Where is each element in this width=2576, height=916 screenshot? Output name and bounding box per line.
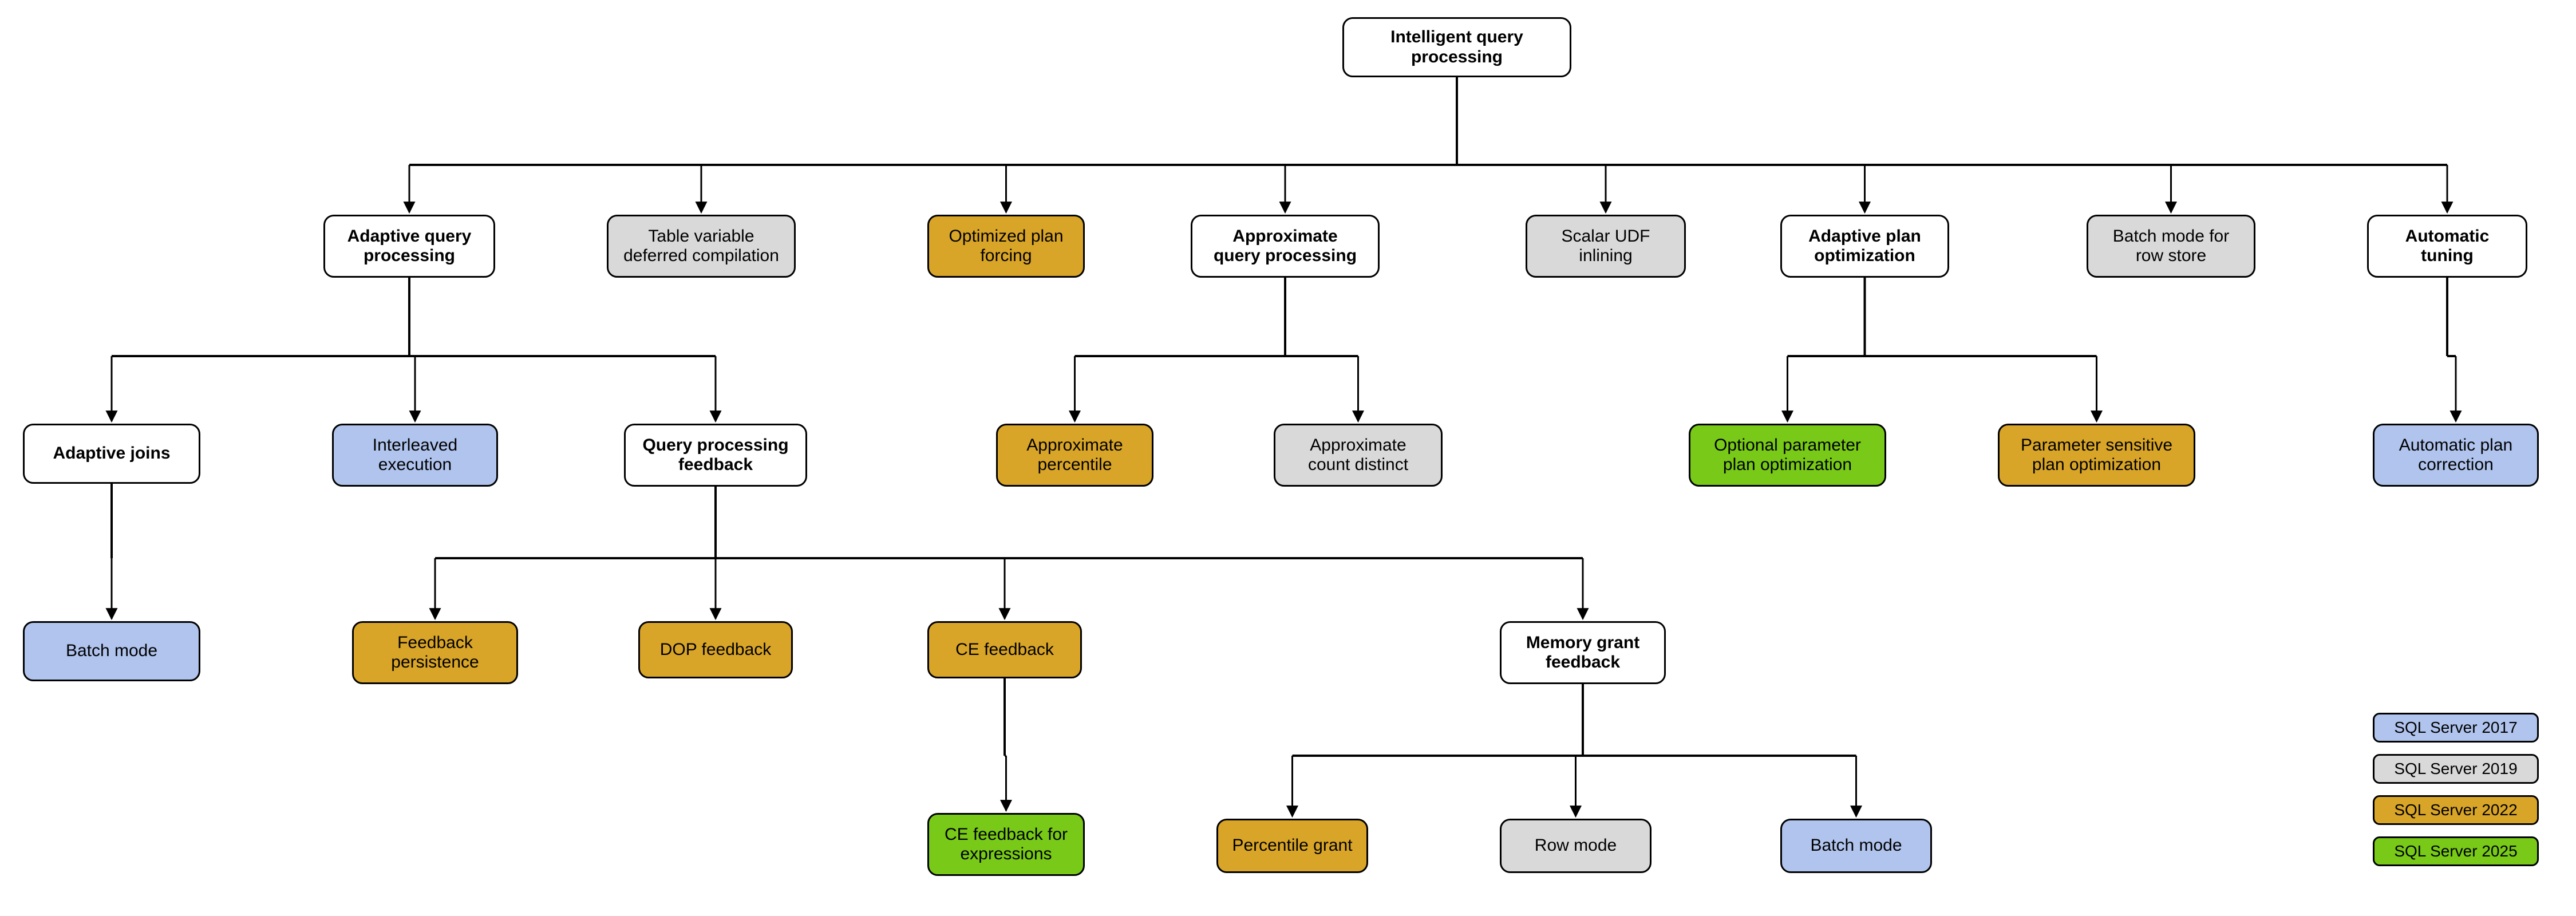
node-batchmode1[interactable]: Batch mode [23, 621, 200, 681]
node-aqp[interactable]: Adaptive query processing [323, 215, 495, 278]
node-adaptjoins[interactable]: Adaptive joins [23, 424, 200, 484]
node-opf[interactable]: Optimized plan forcing [927, 215, 1085, 278]
legend-item-sql-server-2017: SQL Server 2017 [2373, 713, 2539, 743]
legend-item-sql-server-2022: SQL Server 2022 [2373, 795, 2539, 825]
node-pctgrant[interactable]: Percentile grant [1216, 819, 1368, 873]
node-fbpersist[interactable]: Feedback persistence [352, 621, 518, 684]
node-approxpct[interactable]: Approximate percentile [996, 424, 1153, 487]
node-bmrs[interactable]: Batch mode for row store [2087, 215, 2255, 278]
node-mgf[interactable]: Memory grant feedback [1500, 621, 1666, 684]
node-tvdc[interactable]: Table variable deferred compilation [607, 215, 796, 278]
node-dopfb[interactable]: DOP feedback [638, 621, 793, 678]
node-cefbexpr[interactable]: CE feedback for expressions [927, 813, 1085, 876]
node-qpf[interactable]: Query processing feedback [624, 424, 807, 487]
node-sudf[interactable]: Scalar UDF inlining [1526, 215, 1686, 278]
node-root[interactable]: Intelligent query processing [1342, 17, 1571, 77]
node-batchmode2[interactable]: Batch mode [1780, 819, 1932, 873]
legend-item-sql-server-2025: SQL Server 2025 [2373, 836, 2539, 866]
node-autotune[interactable]: Automatic tuning [2367, 215, 2527, 278]
node-oppo[interactable]: Optional parameter plan optimization [1689, 424, 1886, 487]
node-cefb[interactable]: CE feedback [927, 621, 1082, 678]
node-apc[interactable]: Automatic plan correction [2373, 424, 2539, 487]
legend-item-sql-server-2019: SQL Server 2019 [2373, 754, 2539, 784]
node-approxqp[interactable]: Approximate query processing [1191, 215, 1380, 278]
node-rowmode[interactable]: Row mode [1500, 819, 1652, 873]
node-interleaved[interactable]: Interleaved execution [332, 424, 498, 487]
node-apo[interactable]: Adaptive plan optimization [1780, 215, 1949, 278]
node-approxcd[interactable]: Approximate count distinct [1274, 424, 1443, 487]
node-pspo[interactable]: Parameter sensitive plan optimization [1998, 424, 2195, 487]
